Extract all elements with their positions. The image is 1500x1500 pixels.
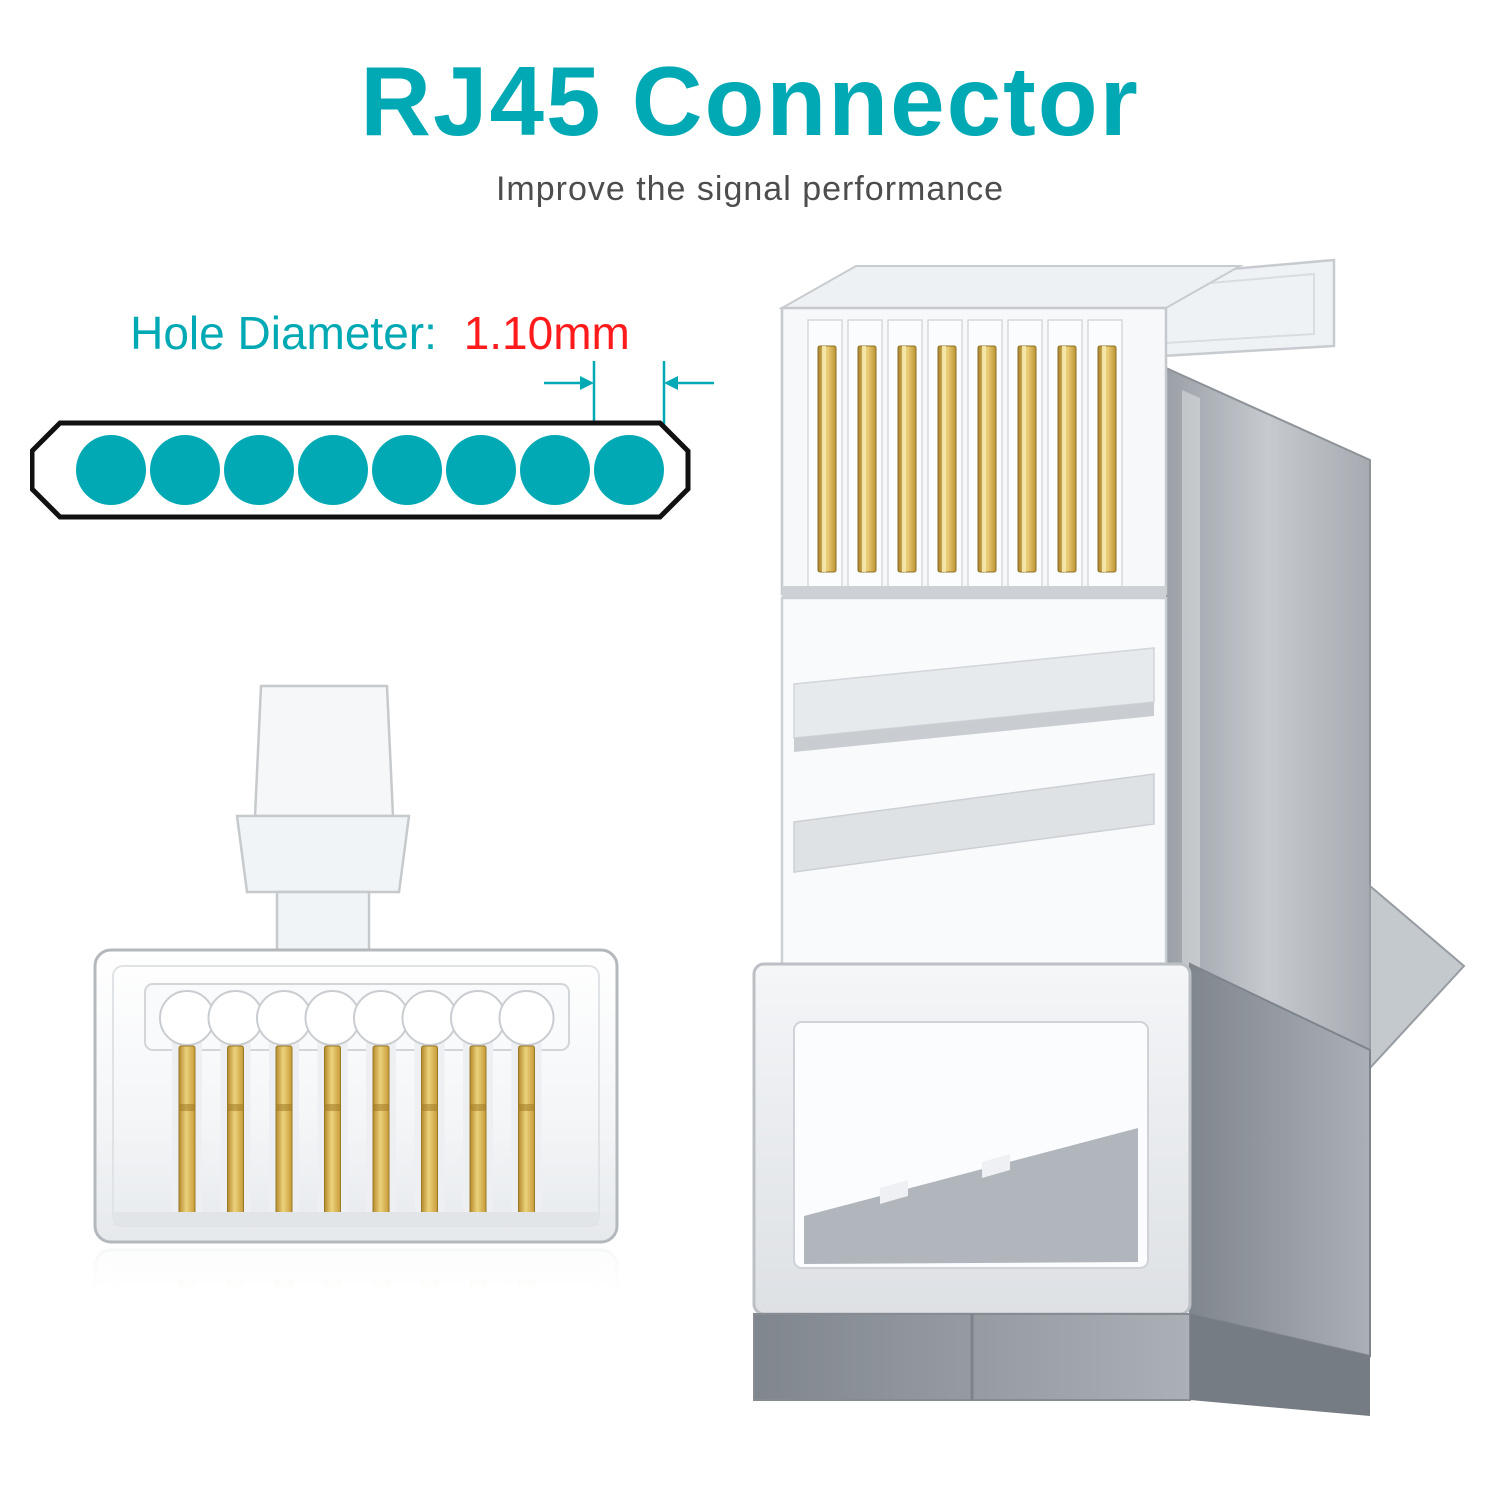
boot [752, 962, 1371, 1416]
rj45-plug-front-view [85, 684, 630, 1293]
hole-diameter-label: Hole Diameter: 1.10mm [30, 306, 730, 360]
page-title: RJ45 Connector [360, 46, 1140, 156]
pin-slots [172, 1042, 542, 1224]
hole-row [76, 435, 664, 505]
front-connector-body [93, 684, 619, 1244]
rj45-plug-angled-view [752, 258, 1466, 1416]
latch-flange [235, 814, 411, 894]
gold-contacts [817, 345, 1117, 573]
gold-pins-front [178, 1045, 535, 1219]
header: RJ45 Connector Improve the signal perfor… [0, 52, 1500, 209]
middle-body [780, 596, 1168, 966]
latch-stem [253, 684, 395, 818]
hole-diameter-value: 1.10mm [463, 307, 630, 359]
latch-spike [1369, 883, 1466, 1071]
wire-holes [159, 990, 555, 1046]
hole-diameter-label-text: Hole Diameter: [130, 307, 437, 359]
hole-diagram-svg [30, 361, 714, 520]
page-subtitle: Improve the signal performance [495, 170, 1005, 208]
contact-block [778, 265, 1244, 598]
latch-neck [275, 890, 371, 956]
